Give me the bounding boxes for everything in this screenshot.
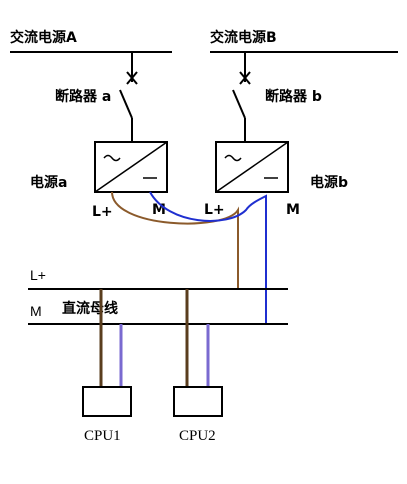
cpu1-box (82, 386, 132, 417)
power-supply-b: 电源b L+ M (204, 141, 348, 218)
breaker-b-label: 断路器 b (265, 88, 322, 105)
breaker-b: 断路器 b (232, 52, 322, 142)
breaker-b-cross-2 (239, 71, 251, 85)
cpu2-box (173, 386, 223, 417)
power-supply-b-m-label: M (286, 202, 300, 218)
dc-bus-label: 直流母线 (62, 300, 118, 317)
power-supply-a: 电源a L+ M (30, 141, 168, 220)
bus-m-label: M (30, 303, 42, 319)
power-supply-b-label: 电源b (310, 174, 348, 191)
lplus-interconnect-wire (111, 191, 239, 289)
cpu1-label: CPU1 (84, 428, 121, 444)
breaker-a: 断路器 a (55, 52, 138, 142)
power-supply-a-diagonal (94, 141, 168, 193)
cpu2-label: CPU2 (179, 428, 216, 444)
ac-symbol-icon (103, 154, 121, 162)
power-supply-b-diagonal (215, 141, 289, 193)
breaker-a-blade (119, 89, 133, 119)
breaker-a-cross-2 (126, 71, 138, 85)
cpu-feeds (99, 289, 210, 387)
breaker-a-label: 断路器 a (55, 88, 111, 105)
m-interconnect-wire (149, 191, 267, 324)
ac-source-a-label: 交流电源A (10, 29, 77, 46)
cpu1: CPU1 (82, 386, 132, 444)
power-supply-a-lplus-label: L+ (92, 204, 113, 220)
power-supply-a-label: 电源a (30, 174, 67, 191)
ac-symbol-icon (224, 154, 242, 162)
breaker-b-blade (232, 89, 246, 119)
dc-bus: L+ M 直流母线 (28, 267, 288, 325)
ac-source-b: 交流电源B (210, 29, 398, 53)
supply-interconnect-wires (111, 191, 267, 324)
ac-source-a: 交流电源A (10, 29, 172, 53)
bus-lplus-label: L+ (30, 267, 46, 283)
power-supply-b-lplus-label: L+ (204, 202, 225, 218)
ac-source-b-label: 交流电源B (210, 29, 277, 46)
cpu2: CPU2 (173, 386, 223, 444)
